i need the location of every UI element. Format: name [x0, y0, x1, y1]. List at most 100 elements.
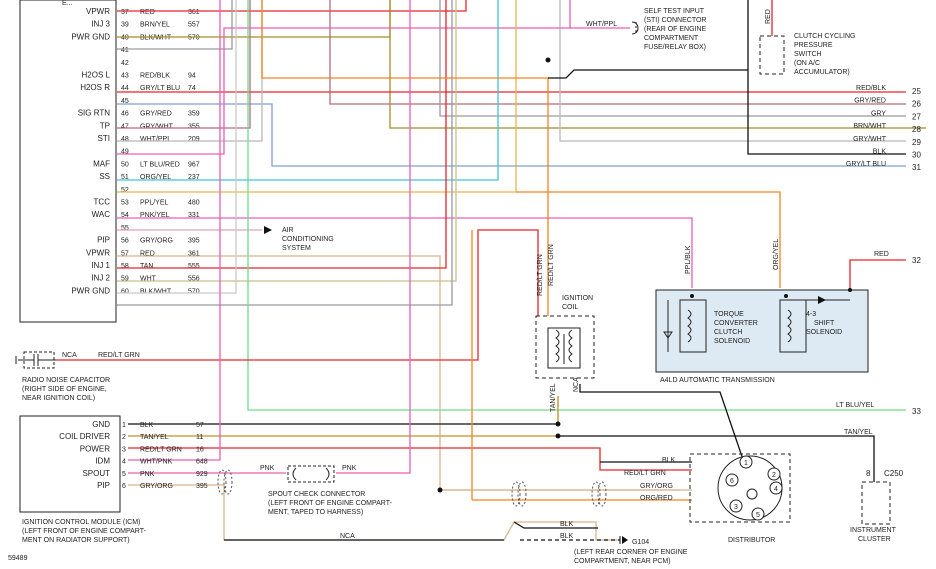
- ac-caption-2: CONDITIONING: [282, 236, 334, 243]
- pcm-pin-label: H2OS L: [82, 71, 111, 80]
- icm-pin-circuit: 395: [196, 483, 208, 490]
- pcm-pin-circuit: 555: [188, 263, 200, 270]
- icm-pin-circuit: 16: [196, 446, 204, 453]
- icm-pin-wire: TAN/YEL: [140, 434, 169, 441]
- right-pin-number: 30: [912, 151, 921, 160]
- pcm-pin-number: 56: [121, 238, 129, 245]
- pcm-pin-wire: BLK/WHT: [140, 34, 172, 41]
- sti-caption-3: (REAR OF ENGINE: [644, 26, 707, 33]
- pcm-pin-circuit: 74: [188, 85, 196, 92]
- g104-name: G104: [632, 539, 649, 546]
- sti-caption-5: FUSE/RELAY BOX): [644, 44, 706, 51]
- pcm-pin-label: VPWR: [86, 248, 110, 257]
- wire-40: [117, 0, 233, 50]
- pcm-pin-number: 39: [121, 22, 129, 29]
- icm-pin-label: IDM: [95, 457, 110, 466]
- icm-pin-circuit: 11: [196, 434, 203, 441]
- cluster-caption-2: CLUSTER: [858, 536, 891, 543]
- ignition-coil: [535, 315, 595, 379]
- pcm-pin-label: SIG RTN: [78, 109, 111, 118]
- icm-pin-label: GND: [92, 420, 110, 429]
- pcm-pin-wire: BLK/WHT: [140, 288, 172, 295]
- distributor-pin-number: 4: [774, 486, 778, 493]
- wire-gry-27: [439, 0, 906, 117]
- cluster-wire: TAN/YEL: [844, 429, 873, 436]
- dist-wire-gryorg: GRY/ORG: [640, 483, 673, 490]
- trans-wire-ss: ORG/YEL: [773, 239, 780, 270]
- pcm-pin-label: INJ 1: [91, 261, 110, 270]
- pcm-pin-number: 53: [121, 200, 129, 207]
- distributor-pin-number: 1: [744, 460, 748, 467]
- wire-39: [117, 0, 391, 38]
- pcm-pin-wire: GRY/LT BLU: [140, 85, 180, 92]
- distributor-pin: [767, 467, 781, 481]
- right-pin-number: 31: [912, 163, 921, 172]
- pcm-pin-number: 46: [121, 111, 129, 118]
- right-pin-wire: GRY/WHT: [853, 136, 887, 143]
- cluster-pin: 8: [866, 469, 871, 478]
- wire-orgyel-ss: [516, 191, 781, 288]
- wire-60: [117, 0, 453, 306]
- right-pin-wire: BRN/WHT: [853, 123, 886, 130]
- pcm-pin-label: WAC: [92, 210, 111, 219]
- trans-wire-tcc: PPL/BLK: [685, 245, 692, 274]
- wire-icm-pip: [128, 484, 620, 541]
- pcm-pin-number: 57: [121, 250, 129, 257]
- pcm-pin-label: PWR GND: [71, 286, 110, 295]
- distributor-pin: [739, 455, 753, 469]
- icm-caption-3: MENT ON RADIATOR SUPPORT): [22, 537, 130, 544]
- coil-wire-c: TAN/YEL: [550, 383, 557, 412]
- wire-53: [117, 217, 693, 288]
- wire-red-32: [849, 259, 906, 288]
- ac-caption-3: SYSTEM: [282, 245, 311, 252]
- right-pin-number: 26: [912, 100, 921, 109]
- icm-pin-circuit: 57: [196, 422, 204, 429]
- wire-58: [117, 0, 457, 282]
- trans-pin-32: 32: [912, 256, 921, 265]
- wire-57: [117, 0, 447, 269]
- pcm-pin-number: 37: [121, 9, 129, 16]
- pcm-pin-number: 48: [121, 136, 129, 143]
- pcm-connector-box: [19, 0, 117, 323]
- pcm-pin-number: 51: [121, 174, 129, 181]
- pcm-pin-wire: WHT/PPL: [140, 136, 171, 143]
- icm-pin-label: PIP: [97, 481, 110, 490]
- icm-pin-wire: BLK: [140, 422, 154, 429]
- clutch-wire-label: RED: [765, 9, 772, 24]
- wire-icm-idm: [128, 0, 221, 461]
- icm-pin-wire: PNK: [140, 471, 155, 478]
- cap-caption-3: NEAR IGNITION COIL): [22, 395, 95, 402]
- pcm-pin-circuit: 480: [188, 200, 200, 207]
- distributor-pin: [725, 473, 739, 487]
- icm-pin-number: 5: [122, 471, 126, 478]
- wire-48: [117, 0, 571, 155]
- right-pin-number: 25: [912, 87, 921, 96]
- wire-grywht-29: [559, 0, 906, 142]
- cap-caption-1: RADIO NOISE CAPACITOR: [22, 377, 110, 384]
- shield-ovals: [217, 469, 607, 507]
- g104-wire-nca: NCA: [340, 533, 355, 540]
- pcm-partial-top: E...: [62, 0, 73, 7]
- spout-caption-1: SPOUT CHECK CONNECTOR: [268, 491, 365, 498]
- coil-wire-b: RED/LT GRN: [548, 244, 555, 286]
- pcm-pin-circuit: 94: [188, 73, 196, 80]
- pcm-pin-circuit: 331: [188, 212, 200, 219]
- spout-check-connector: [287, 465, 335, 483]
- right-pin-wire: GRY: [871, 110, 886, 117]
- pcm-pin-circuit: 209: [188, 136, 200, 143]
- pcm-pin-number: 58: [121, 263, 129, 270]
- pcm-pin-label: INJ 3: [91, 20, 110, 29]
- pcm-pin-label: TCC: [94, 198, 111, 207]
- pcm-pin-label: INJ 2: [91, 274, 110, 283]
- cap-wire: RED/LT GRN: [98, 352, 140, 359]
- wire-icm-spout-r: [336, 0, 411, 474]
- wire-cap-redgrn: [56, 229, 539, 361]
- tcc-caption-1: TORQUE: [714, 311, 744, 318]
- wire-brnwht-28: [389, 0, 926, 129]
- pcm-pin-circuit: 237: [188, 174, 200, 181]
- icm-box: [19, 415, 121, 513]
- wire-routes: [56, 0, 926, 541]
- pcm-pin-number: 43: [121, 73, 129, 80]
- trans-title: A4LD AUTOMATIC TRANSMISSION: [660, 377, 775, 384]
